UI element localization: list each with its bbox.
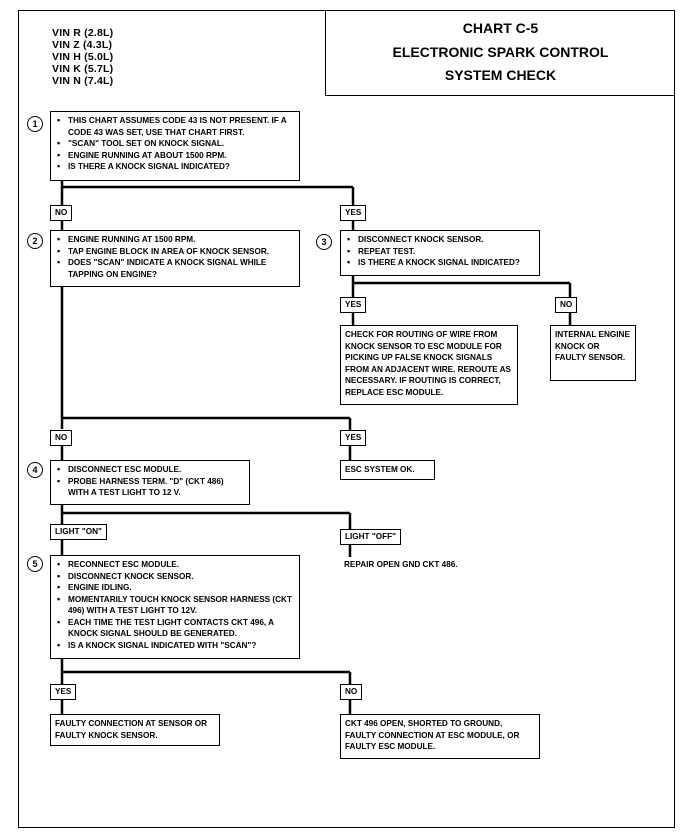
step-number-badge: 2 xyxy=(27,233,43,249)
step-4-box: DISCONNECT ESC MODULE. PROBE HARNESS TER… xyxy=(50,460,250,505)
result-false-knock: CHECK FOR ROUTING OF WIRE FROM KNOCK SEN… xyxy=(340,325,518,405)
no-label: NO xyxy=(50,205,73,221)
no-label: NO xyxy=(50,430,73,446)
result-text: CKT 496 OPEN, SHORTED TO GROUND, FAULTY … xyxy=(345,719,520,751)
step-3-box: DISCONNECT KNOCK SENSOR. REPEAT TEST. IS… xyxy=(340,230,540,276)
step-5-item: ENGINE IDLING. xyxy=(55,582,295,594)
result-text: FAULTY CONNECTION AT SENSOR OR FAULTY KN… xyxy=(55,719,208,740)
step-2-box: ENGINE RUNNING AT 1500 RPM. TAP ENGINE B… xyxy=(50,230,300,287)
title-box: CHART C-5 ELECTRONIC SPARK CONTROL SYSTE… xyxy=(325,10,675,96)
step-number-badge: 3 xyxy=(316,234,332,250)
result-repair-gnd: REPAIR OPEN GND CKT 486. xyxy=(344,560,458,569)
yes-label: YES xyxy=(340,297,367,313)
result-esc-ok: ESC SYSTEM OK. xyxy=(340,460,435,480)
vin-item: VIN Z (4.3L) xyxy=(52,39,113,51)
step-3-item: DISCONNECT KNOCK SENSOR. xyxy=(345,234,535,246)
step-2-item: TAP ENGINE BLOCK IN AREA OF KNOCK SENSOR… xyxy=(55,246,295,258)
step-3-item: REPEAT TEST. xyxy=(345,246,535,258)
result-internal-knock: INTERNAL ENGINE KNOCK OR FAULTY SENSOR. xyxy=(550,325,636,381)
result-text: INTERNAL ENGINE KNOCK OR FAULTY SENSOR. xyxy=(555,330,630,362)
step-5-item: DISCONNECT KNOCK SENSOR. xyxy=(55,571,295,583)
result-text: CHECK FOR ROUTING OF WIRE FROM KNOCK SEN… xyxy=(345,330,512,397)
step-5-item: MOMENTARILY TOUCH KNOCK SENSOR HARNESS (… xyxy=(55,594,295,617)
page-border xyxy=(18,10,675,828)
step-number-badge: 5 xyxy=(27,556,43,572)
step-5-box: RECONNECT ESC MODULE. DISCONNECT KNOCK S… xyxy=(50,555,300,659)
step-1-item: IS THERE A KNOCK SIGNAL INDICATED? xyxy=(55,161,295,173)
yes-label: YES xyxy=(340,205,367,221)
chart-subtitle: SYSTEM CHECK xyxy=(444,67,557,83)
step-1-item: ENGINE RUNNING AT ABOUT 1500 RPM. xyxy=(55,150,295,162)
chart-title: ELECTRONIC SPARK CONTROL xyxy=(392,44,609,60)
vin-item: VIN R (2.8L) xyxy=(52,27,114,39)
no-label: NO xyxy=(555,297,578,313)
light-on-label: LIGHT "ON" xyxy=(50,524,107,540)
step-1-item: "SCAN" TOOL SET ON KNOCK SIGNAL. xyxy=(55,138,295,150)
step-1-item: THIS CHART ASSUMES CODE 43 IS NOT PRESEN… xyxy=(55,115,295,138)
step-2-item: ENGINE RUNNING AT 1500 RPM. xyxy=(55,234,295,246)
step-4-item: PROBE HARNESS TERM. "D" (CKT 486) WITH A… xyxy=(55,476,245,499)
step-3-item: IS THERE A KNOCK SIGNAL INDICATED? xyxy=(345,257,535,269)
vin-item: VIN N (7.4L) xyxy=(52,75,114,87)
yes-label: YES xyxy=(340,430,367,446)
light-off-label: LIGHT "OFF" xyxy=(340,529,401,545)
step-2-item: DOES "SCAN" INDICATE A KNOCK SIGNAL WHIL… xyxy=(55,257,295,280)
step-number-badge: 4 xyxy=(27,462,43,478)
yes-label: YES xyxy=(50,684,77,700)
no-label: NO xyxy=(340,684,363,700)
step-4-item: DISCONNECT ESC MODULE. xyxy=(55,464,245,476)
result-ckt-open: CKT 496 OPEN, SHORTED TO GROUND, FAULTY … xyxy=(340,714,540,759)
result-text: ESC SYSTEM OK. xyxy=(345,465,415,474)
step-5-item: EACH TIME THE TEST LIGHT CONTACTS CKT 49… xyxy=(55,617,295,640)
step-5-item: IS A KNOCK SIGNAL INDICATED WITH "SCAN"? xyxy=(55,640,295,652)
vin-item: VIN H (5.0L) xyxy=(52,51,114,63)
result-faulty-sensor: FAULTY CONNECTION AT SENSOR OR FAULTY KN… xyxy=(50,714,220,746)
step-5-item: RECONNECT ESC MODULE. xyxy=(55,559,295,571)
step-1-box: THIS CHART ASSUMES CODE 43 IS NOT PRESEN… xyxy=(50,111,300,181)
vin-item: VIN K (5.7L) xyxy=(52,63,114,75)
step-number-badge: 1 xyxy=(27,116,43,132)
chart-number: CHART C-5 xyxy=(462,20,539,36)
